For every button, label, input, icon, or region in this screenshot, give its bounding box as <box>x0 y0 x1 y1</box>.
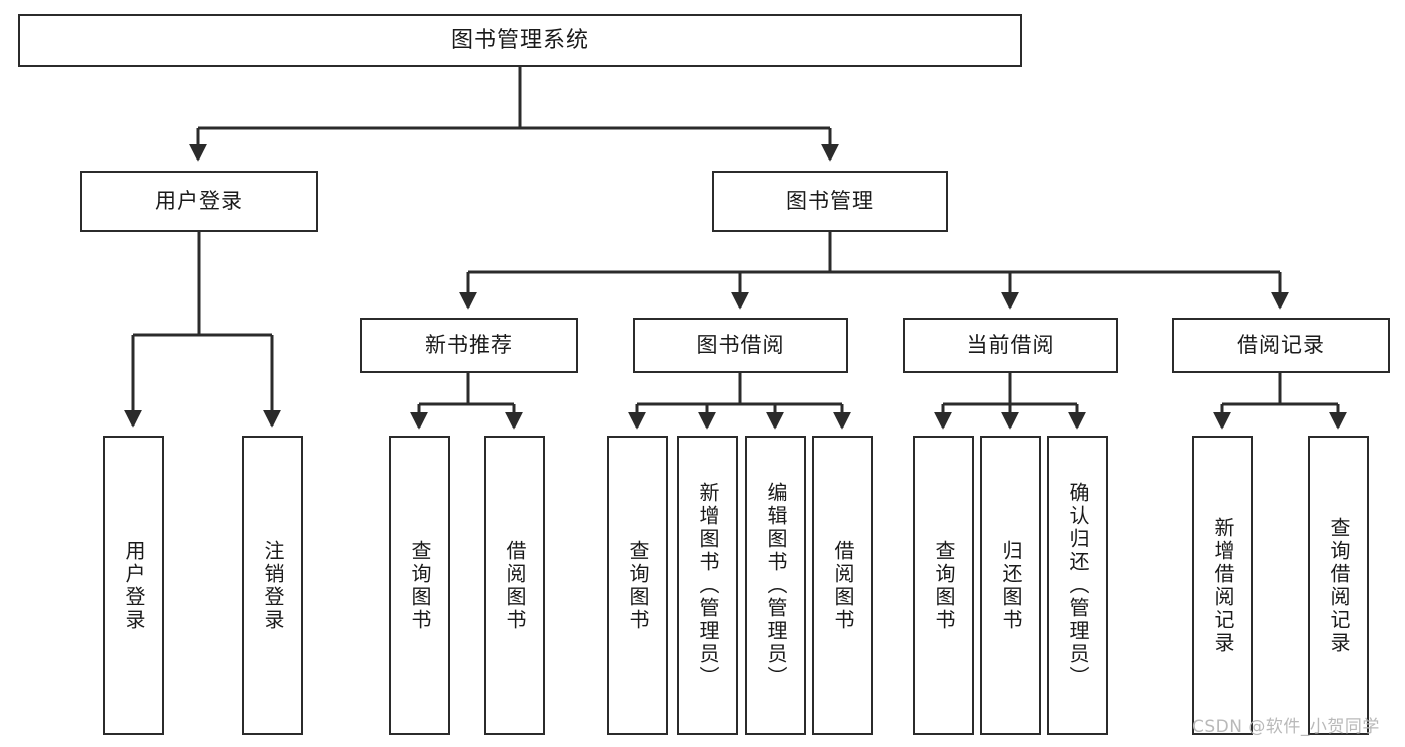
node-book-manage-label: 图书管理 <box>786 189 874 214</box>
node-leaf-query-book-2[interactable]: 查询图书 <box>607 436 668 735</box>
node-leaf-add-record[interactable]: 新增借阅记录 <box>1192 436 1253 735</box>
node-user-login-label: 用户登录 <box>155 189 243 214</box>
node-leaf-user-login[interactable]: 用户登录 <box>103 436 164 735</box>
node-current-borrow-label: 当前借阅 <box>966 333 1055 358</box>
watermark-text: CSDN @软件_小贺同学 <box>1192 717 1380 737</box>
node-leaf-return-book[interactable]: 归还图书 <box>980 436 1041 735</box>
node-leaf-borrow-book-1-label: 借阅图书 <box>503 539 527 632</box>
node-new-book-recommend-label: 新书推荐 <box>425 333 513 358</box>
node-leaf-add-record-label: 新增借阅记录 <box>1211 516 1235 655</box>
node-leaf-user-logout-label: 注销登录 <box>261 539 285 632</box>
node-current-borrow[interactable]: 当前借阅 <box>903 318 1118 373</box>
node-leaf-return-book-label: 归还图书 <box>999 539 1023 632</box>
node-leaf-confirm-return-label: 确认归还（管理员） <box>1066 482 1090 689</box>
node-new-book-recommend[interactable]: 新书推荐 <box>360 318 578 373</box>
node-leaf-edit-book[interactable]: 编辑图书（管理员） <box>745 436 806 735</box>
node-root[interactable]: 图书管理系统 <box>18 14 1022 67</box>
node-book-manage[interactable]: 图书管理 <box>712 171 948 232</box>
node-user-login[interactable]: 用户登录 <box>80 171 318 232</box>
node-leaf-user-logout[interactable]: 注销登录 <box>242 436 303 735</box>
node-leaf-user-login-label: 用户登录 <box>122 539 146 632</box>
node-borrow-record[interactable]: 借阅记录 <box>1172 318 1390 373</box>
node-leaf-query-book-3[interactable]: 查询图书 <box>913 436 974 735</box>
node-book-borrow-label: 图书借阅 <box>696 333 785 358</box>
node-leaf-query-record[interactable]: 查询借阅记录 <box>1308 436 1369 735</box>
node-leaf-confirm-return[interactable]: 确认归还（管理员） <box>1047 436 1108 735</box>
node-borrow-record-label: 借阅记录 <box>1237 333 1325 358</box>
node-leaf-query-book-1[interactable]: 查询图书 <box>389 436 450 735</box>
node-leaf-query-book-3-label: 查询图书 <box>932 539 956 632</box>
node-leaf-add-book-label: 新增图书（管理员） <box>696 482 720 689</box>
node-book-borrow[interactable]: 图书借阅 <box>633 318 848 373</box>
node-leaf-add-book[interactable]: 新增图书（管理员） <box>677 436 738 735</box>
node-leaf-query-book-2-label: 查询图书 <box>626 539 650 632</box>
node-leaf-borrow-book-1[interactable]: 借阅图书 <box>484 436 545 735</box>
node-leaf-query-record-label: 查询借阅记录 <box>1327 516 1351 655</box>
node-leaf-edit-book-label: 编辑图书（管理员） <box>764 482 788 689</box>
node-leaf-borrow-book-2-label: 借阅图书 <box>831 539 855 632</box>
node-root-label: 图书管理系统 <box>450 27 589 53</box>
node-leaf-borrow-book-2[interactable]: 借阅图书 <box>812 436 873 735</box>
node-leaf-query-book-1-label: 查询图书 <box>408 539 432 632</box>
